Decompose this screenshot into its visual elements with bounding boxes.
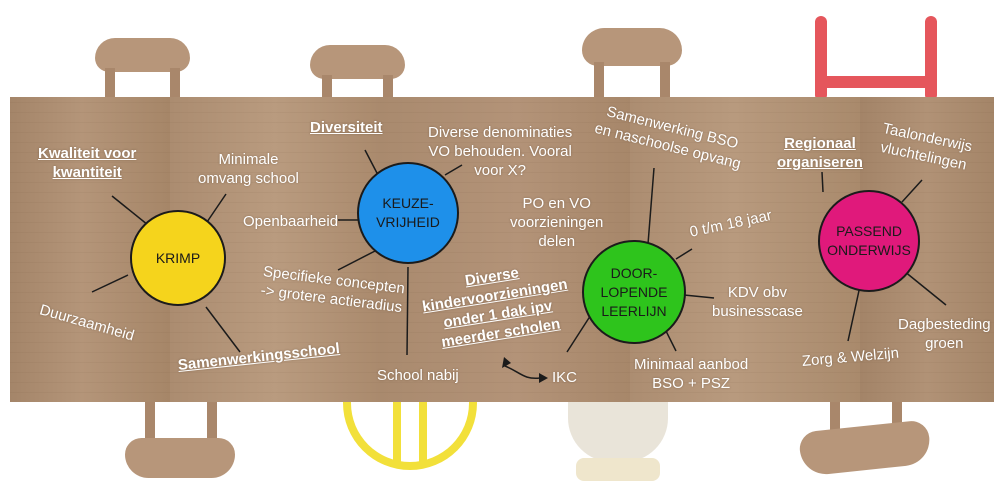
hub-doorlopende-leerlijn: DOOR- LOPENDE LEERLIJN	[582, 240, 686, 344]
hub-door-line2: LOPENDE	[601, 283, 668, 302]
hub-keuze-line2: VRIJHEID	[376, 213, 440, 232]
hub-krimp: KRIMP	[130, 210, 226, 306]
label-ikc: IKC	[552, 368, 577, 387]
label-diversiteit: Diversiteit	[310, 118, 383, 137]
hub-passend-line2: ONDERWIJS	[827, 241, 911, 260]
hub-passend-onderwijs: PASSEND ONDERWIJS	[818, 190, 920, 292]
hub-passend-line1: PASSEND	[827, 222, 911, 241]
hub-krimp-label: KRIMP	[156, 249, 200, 268]
label-openbaarheid: Openbaarheid	[243, 212, 338, 231]
hub-door-line3: LEERLIJN	[601, 302, 668, 321]
hub-keuze-line1: KEUZE-	[376, 194, 440, 213]
label-school-nabij: School nabij	[377, 366, 459, 385]
hub-door-line1: DOOR-	[601, 264, 668, 283]
